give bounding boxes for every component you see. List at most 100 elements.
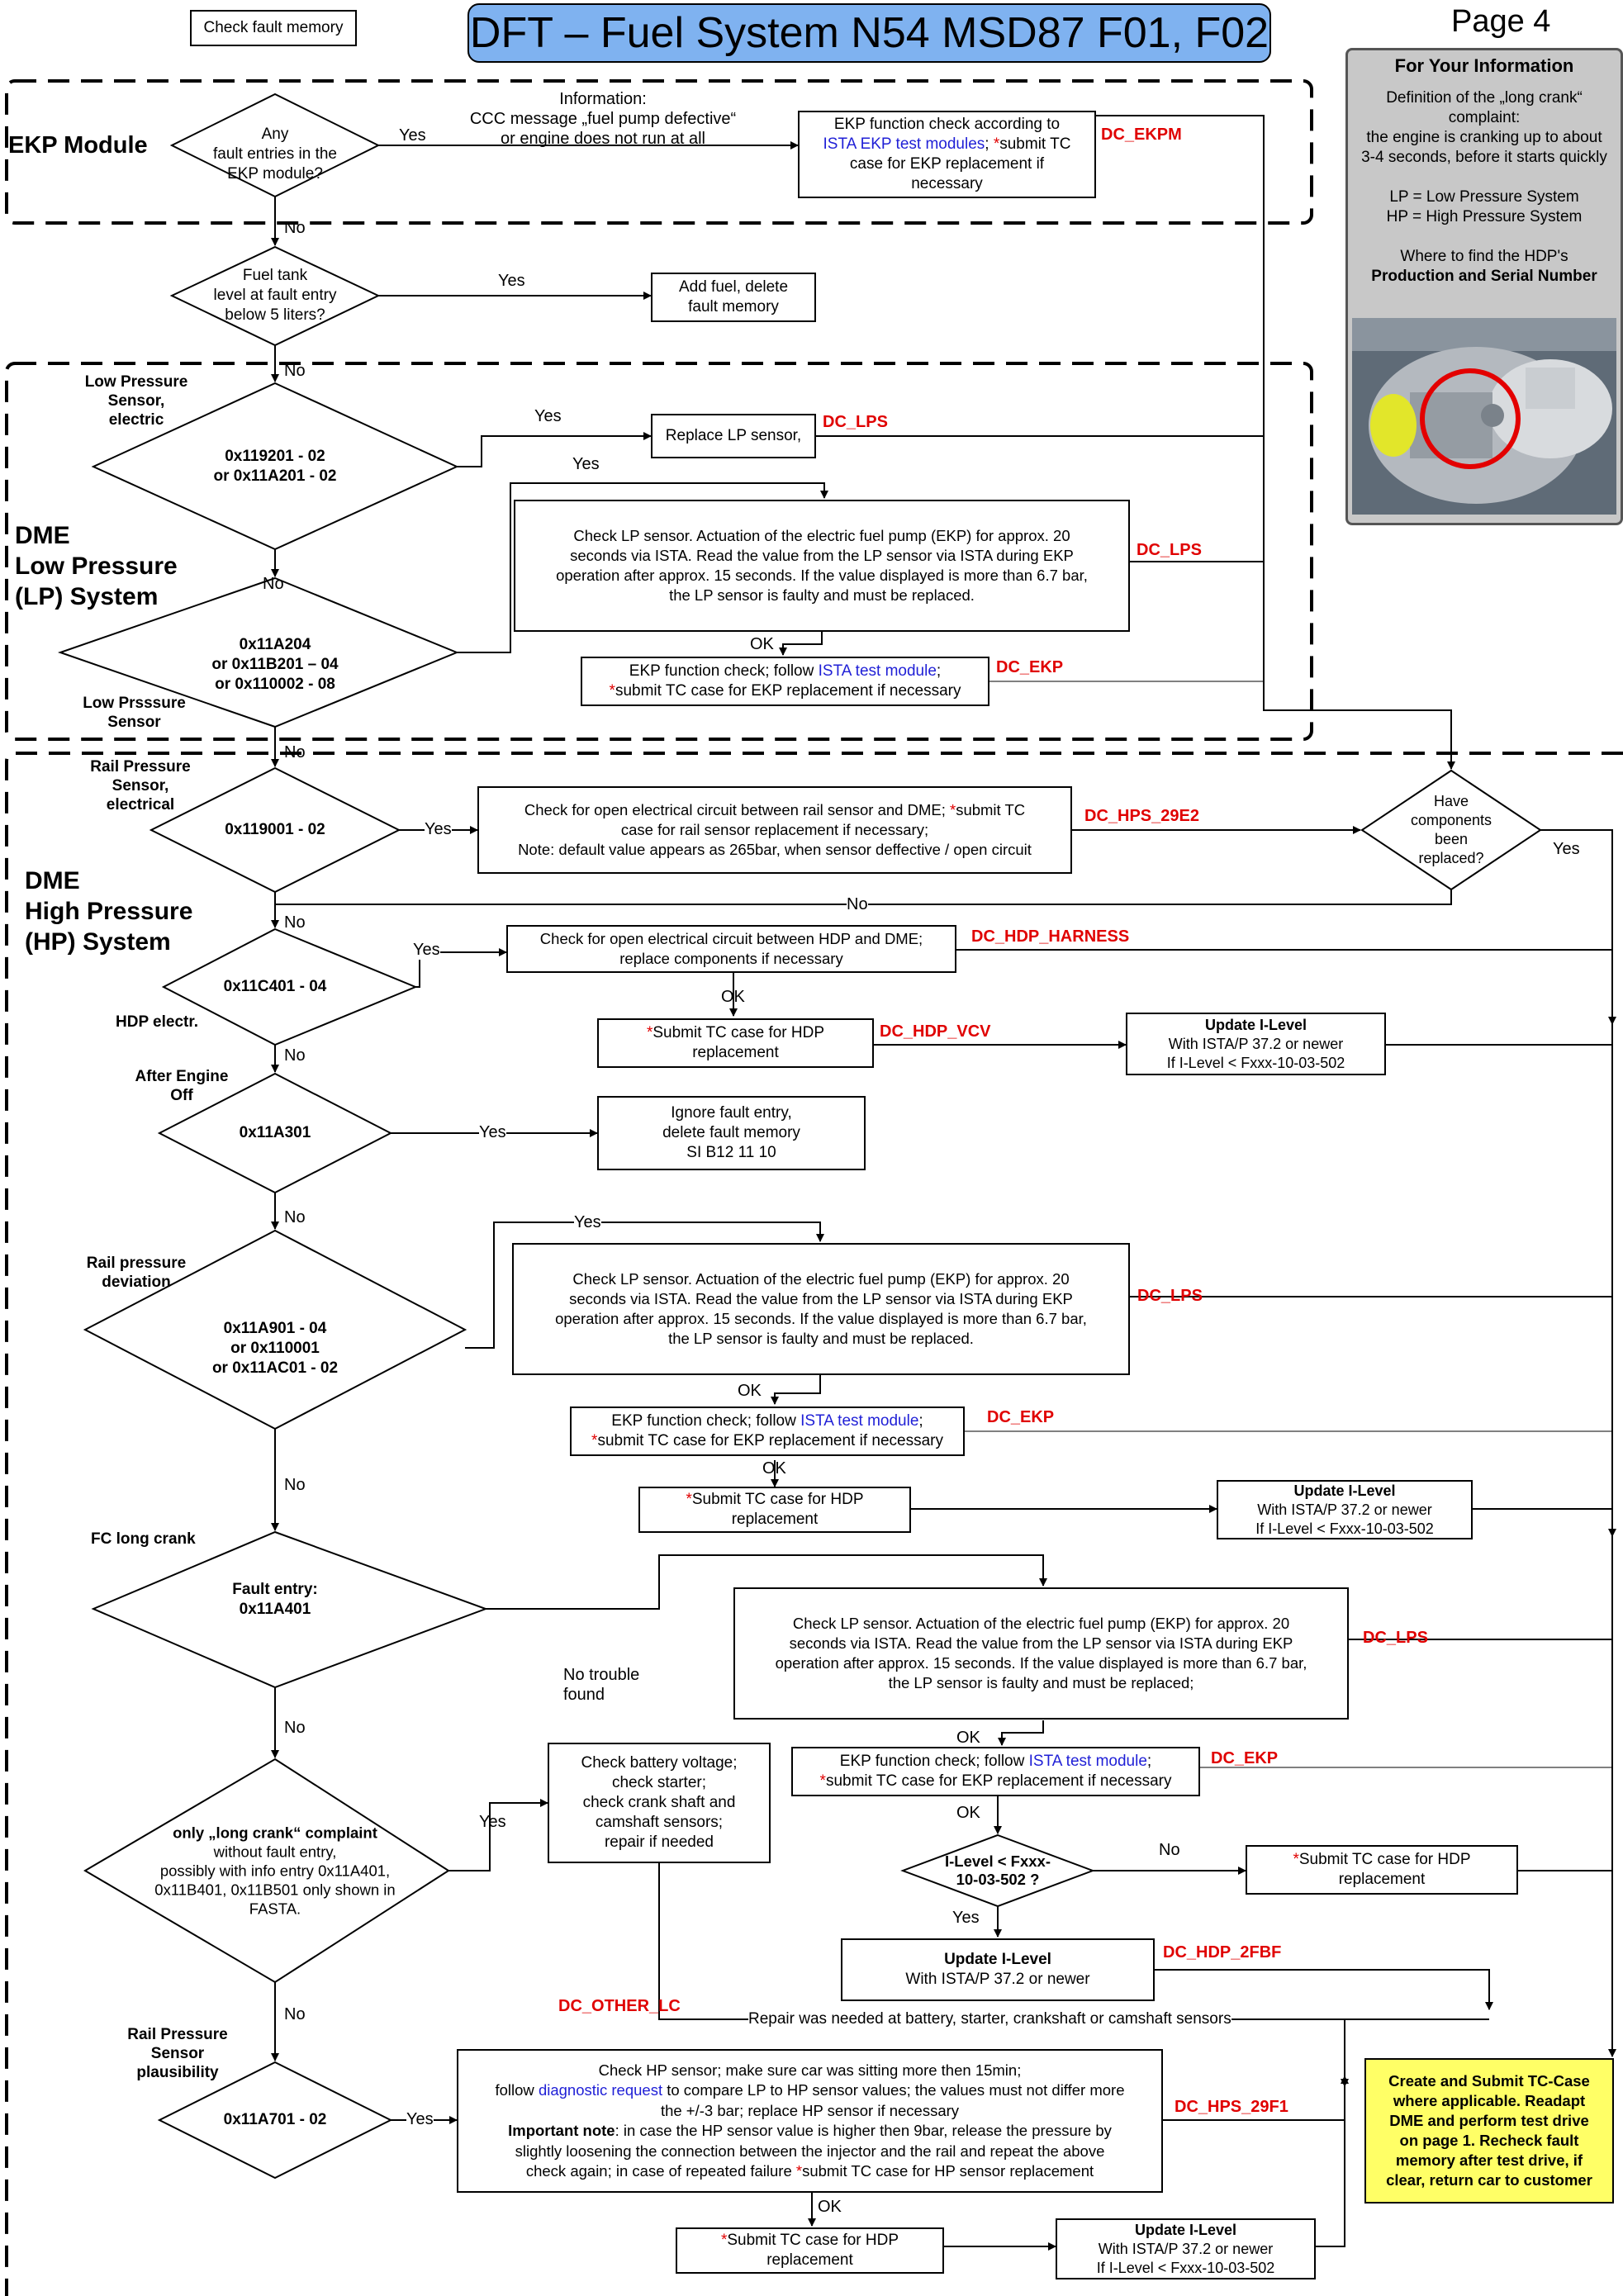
box-line: EKP function check; follow ISTA test mod… [587, 662, 983, 681]
info-hp: HP = High Pressure System [1386, 208, 1583, 225]
box-line: clear, return car to customer [1386, 2171, 1592, 2189]
tank-decision[interactable]: Fuel tank level at fault entry below 5 l… [214, 266, 337, 325]
rail-dev-update-box[interactable]: Update I-Level With ISTA/P 37.2 or newer… [1217, 1480, 1473, 1539]
ekp-no-label: No [284, 219, 306, 237]
info-line: Definition of the „long crank“ [1386, 89, 1583, 107]
rail-sensor-decision[interactable]: 0x119001 - 02 [225, 821, 325, 838]
ilevel-decision[interactable]: I-Level < Fxxx- 10-03-502 ? [945, 1852, 1051, 1889]
add-fuel-box[interactable]: Add fuel, delete fault memory [651, 273, 816, 322]
decision-line: Fuel tank [242, 267, 308, 284]
rail-dev-no-label: No [284, 1476, 306, 1494]
dc-code: DC_EKP [1211, 1749, 1279, 1767]
box-line: operation after approx. 15 seconds. If t… [775, 1654, 1307, 1672]
dc-code: DC_EKPM [1101, 126, 1182, 144]
long-crank-lp-check-box[interactable]: Check LP sensor. Actuation of the electr… [733, 1587, 1349, 1720]
battery-check-box[interactable]: Check battery voltage; check starter; ch… [548, 1743, 771, 1863]
box-line: Update I-Level [1204, 1016, 1307, 1033]
star: * [609, 682, 615, 700]
rail-sensor-label: Rail Pressure Sensor, electrical [78, 757, 202, 814]
star: * [795, 2162, 803, 2180]
decision-line: possibly with info entry 0x11A401, [159, 1862, 391, 1880]
section-hp-line: (HP) System [25, 928, 171, 956]
hp-sensor-check-box[interactable]: Check HP sensor; make sure car was sitti… [457, 2049, 1163, 2193]
dc-code: DC_LPS [1137, 541, 1202, 559]
rail-dev-decision[interactable]: 0x11A901 - 04 or 0x110001 or 0x11AC01 - … [212, 1319, 338, 1378]
hdp-circuit-check-box[interactable]: Check for open electrical circuit betwee… [506, 925, 956, 973]
decision-line: below 5 liters? [225, 306, 325, 324]
ekp-check-box[interactable]: EKP function check; follow ISTA test mod… [581, 657, 989, 706]
box-text: Submit TC case for HDP [691, 1491, 864, 1508]
box-text: to compare LP to HP sensor values; the v… [662, 2081, 1125, 2099]
box-line: If I-Level < Fxxx-10-03-502 [1255, 1520, 1434, 1537]
ista-test-module-link[interactable]: ISTA test module [1028, 1753, 1147, 1770]
rail-dev-lp-check-box[interactable]: Check LP sensor. Actuation of the electr… [512, 1243, 1130, 1375]
hdp-elec-ok-label: OK [721, 988, 745, 1006]
lp-check-label: Low Prsssure Sensor [66, 694, 202, 732]
decision-line: or 0x110002 - 08 [215, 676, 335, 693]
decision-line: level at fault entry [213, 287, 337, 304]
box-line: EKP function check; follow ISTA test mod… [577, 1411, 958, 1431]
box-line: where applicable. Readapt [1393, 2092, 1586, 2109]
no-trouble-label: No trouble found [563, 1665, 639, 1705]
box-line: With ISTA/P 37.2 or newer [1098, 2240, 1274, 2257]
update-ilevel-box[interactable]: Update I-Level With ISTA/P 37.2 or newer… [1126, 1013, 1386, 1075]
rail-dev-ok2-label: OK [762, 1459, 786, 1478]
decision-line: 0x11A204 [239, 636, 311, 653]
rail-plaus-hdp-tc-box[interactable]: *Submit TC case for HDP replacement [676, 2227, 944, 2274]
box-line: ISTA EKP test modules; *submit TC [808, 135, 1086, 154]
long-crank-hdp-tc-box[interactable]: *Submit TC case for HDP replacement [1246, 1845, 1518, 1895]
box-line: *submit TC case for EKP replacement if n… [577, 1431, 958, 1451]
rail-dev-ekp-check-box[interactable]: EKP function check; follow ISTA test mod… [570, 1407, 965, 1456]
box-text: follow [495, 2081, 539, 2099]
box-line: With ISTA/P 37.2 or newer [905, 1971, 1090, 1988]
dc-code: DC_HDP_2FBF [1163, 1943, 1282, 1962]
hdp-tc-box[interactable]: *Submit TC case for HDP replacement [597, 1018, 874, 1068]
box-line: replacement [766, 2251, 853, 2269]
box-line: DME and perform test drive [1389, 2112, 1589, 2129]
ista-test-module-link[interactable]: ISTA test module [800, 1412, 919, 1430]
ignore-fault-box[interactable]: Ignore fault entry, delete fault memory … [597, 1096, 866, 1170]
box-text: submit TC case for HP sensor replacement [802, 2162, 1094, 2180]
rail-plaus-update-box[interactable]: Update I-Level With ISTA/P 37.2 or newer… [1056, 2218, 1316, 2279]
rail-plaus-decision[interactable]: 0x11A701 - 02 [223, 2111, 327, 2128]
long-crank-update-box[interactable]: Update I-Level With ISTA/P 37.2 or newer [841, 1938, 1155, 2001]
hdp-elec-decision[interactable]: 0x11C401 - 04 [223, 978, 327, 995]
box-text: Important note [508, 2122, 615, 2139]
ekp-decision[interactable]: Any fault entries in the EKP module? [213, 125, 337, 184]
ilevel-no-label: No [1159, 1841, 1180, 1859]
after-off-decision[interactable]: 0x11A301 [239, 1124, 311, 1141]
lp-sensor-decision[interactable]: 0x119201 - 02 or 0x11A201 - 02 [214, 447, 337, 486]
rail-dev-label: Rail pressure deviation [78, 1254, 194, 1292]
box-text: Check for open electrical circuit betwee… [524, 801, 950, 818]
label-line: Sensor, [107, 392, 165, 410]
box-line: operation after approx. 15 seconds. If t… [556, 567, 1088, 584]
long-crank-ekp-check-box[interactable]: EKP function check; follow ISTA test mod… [791, 1747, 1200, 1796]
final-tc-case-box[interactable]: Create and Submit TC-Case where applicab… [1364, 2058, 1614, 2203]
ekp-test-module-link[interactable]: ISTA EKP test modules [823, 135, 985, 153]
rail-dev-hdp-tc-box[interactable]: *Submit TC case for HDP replacement [638, 1487, 911, 1533]
decision-line: Fault entry: [232, 1581, 318, 1598]
only-long-crank-decision[interactable]: only „long crank“ complaint without faul… [154, 1824, 395, 1919]
replaced-decision[interactable]: Have components been replaced? [1411, 792, 1492, 868]
replace-lp-sensor-box[interactable]: Replace LP sensor, [651, 414, 816, 458]
dc-code: DC_LPS [823, 413, 888, 431]
label-line: plausibility [136, 2064, 219, 2081]
lp-check-box[interactable]: Check LP sensor. Actuation of the electr… [514, 500, 1130, 632]
start-box[interactable]: Check fault memory [190, 10, 357, 46]
section-lp-line: DME [15, 522, 70, 549]
info-line: CCC message „fuel pump defective“ [469, 110, 737, 128]
box-line: on page 1. Recheck fault [1399, 2132, 1579, 2149]
diagnostic-request-link[interactable]: diagnostic request [538, 2081, 663, 2099]
decision-line: been [1434, 831, 1469, 847]
box-text: Submit TC case for HDP [653, 1024, 825, 1041]
box-text: EKP function check; follow [611, 1412, 801, 1430]
long-crank-decision[interactable]: Fault entry: 0x11A401 [232, 1580, 317, 1620]
ekp-function-check-box[interactable]: EKP function check according to ISTA EKP… [798, 111, 1096, 198]
box-line: If I-Level < Fxxx-10-03-502 [1166, 1054, 1345, 1071]
box-line: seconds via ISTA. Read the value from th… [569, 1290, 1073, 1307]
rail-sensor-check-box[interactable]: Check for open electrical circuit betwee… [477, 786, 1072, 874]
decision-line: only „long crank“ complaint [173, 1824, 377, 1842]
hdp-elec-yes-label: Yes [413, 940, 440, 960]
lp-check-decision[interactable]: 0x11A204 or 0x11B201 – 04 or 0x110002 - … [211, 635, 338, 695]
ista-test-module-link[interactable]: ISTA test module [818, 662, 937, 680]
